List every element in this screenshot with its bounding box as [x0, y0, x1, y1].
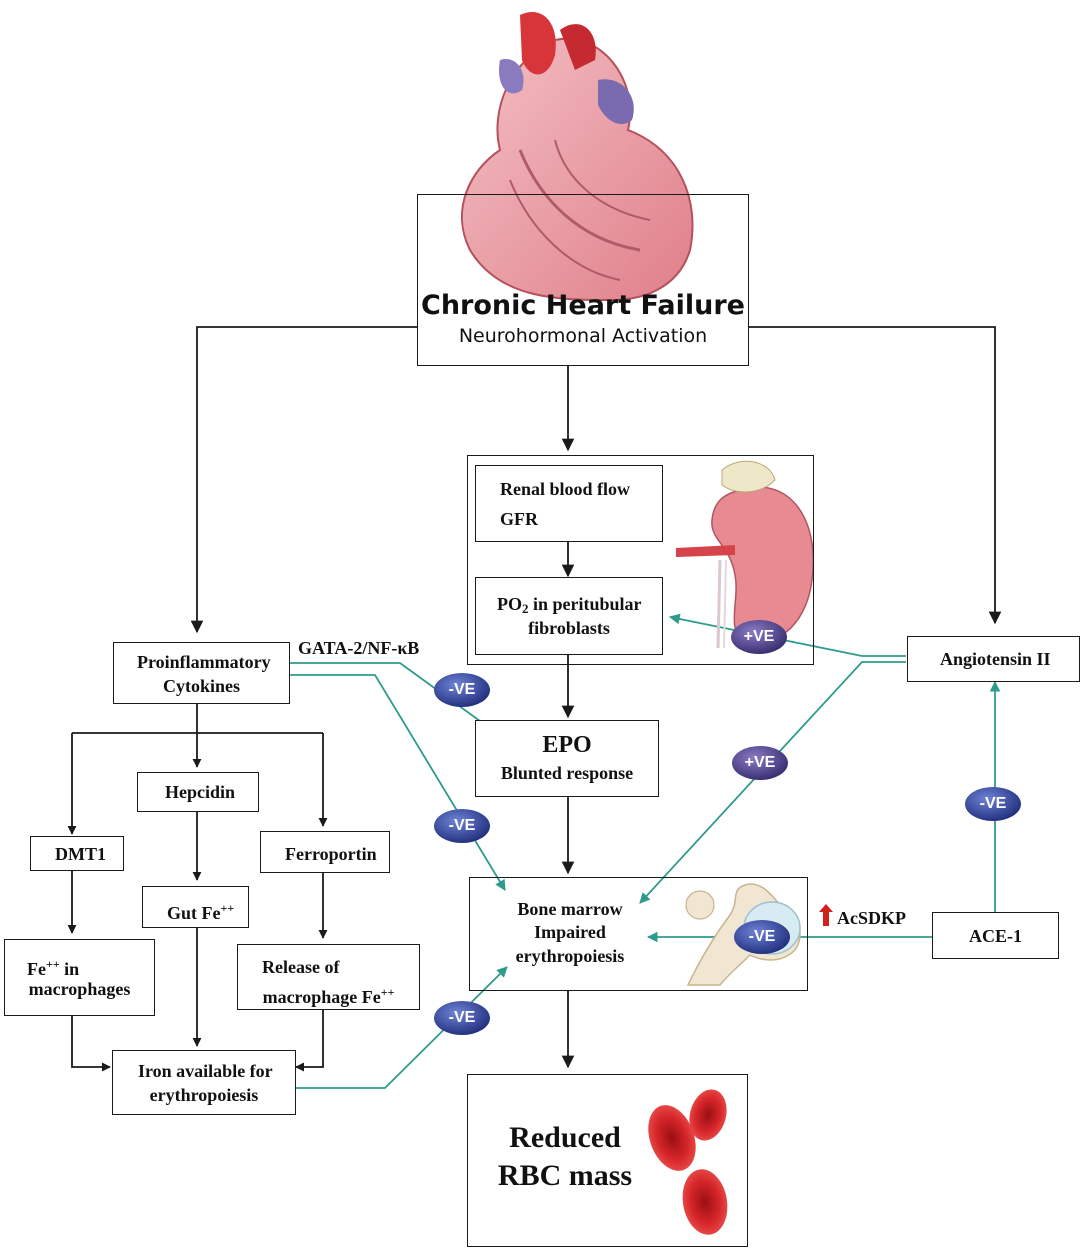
cytokines-line2: Cytokines	[162, 676, 240, 696]
hepcidin-box	[137, 772, 259, 812]
fe-text-rest: in	[59, 959, 80, 979]
renal-flow-box	[475, 465, 663, 542]
po2-box	[475, 577, 663, 655]
po2-text-rest: in peritubular	[528, 594, 642, 614]
gut-fe-box	[142, 886, 249, 928]
po2-text: PO	[497, 594, 522, 614]
gut-fe-label: Gut Fe++	[167, 897, 234, 924]
rbc-box	[467, 1074, 748, 1247]
negative-effect-badge: -VE	[979, 795, 1007, 812]
release-text: macrophage Fe	[262, 987, 381, 1007]
renal-blood-flow-label: Renal blood flow	[500, 479, 631, 499]
up-arrow-icon	[819, 904, 833, 926]
negative-effect-badge: -VE	[448, 817, 476, 834]
epo-box	[475, 720, 659, 797]
bone-marrow-line2: Impaired	[534, 922, 606, 942]
positive-effect-badge: +VE	[744, 754, 776, 771]
kidney-panel	[467, 455, 814, 665]
ferroportin-box	[260, 831, 390, 873]
heart-failure-box	[417, 194, 749, 366]
gata-label: GATA-2/NF-κB	[298, 638, 420, 658]
angiotensin-box	[907, 636, 1080, 682]
heart-failure-title: Chronic Heart Failure	[421, 290, 745, 321]
iron-available-line2: erythropoiesis	[149, 1085, 259, 1105]
po2-label-line2: fibroblasts	[528, 618, 610, 638]
po2-subscript: 2	[522, 601, 529, 616]
negative-effect-badge: -VE	[448, 1009, 476, 1026]
ace1-box	[932, 912, 1059, 959]
epo-title: EPO	[542, 732, 592, 758]
cytokines-line1: Proinflammatory	[137, 652, 271, 672]
negative-effect-badge: -VE	[748, 928, 776, 945]
fe-macrophages-box	[4, 939, 155, 1016]
fe-macrophages-line1: Fe++ in	[27, 953, 79, 980]
cytokines-box	[113, 642, 290, 704]
fe-superscript: ++	[45, 957, 60, 971]
bone-marrow-panel	[469, 877, 808, 991]
badge-shapes	[434, 620, 1021, 1035]
rbc-line1: Reduced	[509, 1121, 621, 1154]
negative-effect-badge: -VE	[448, 681, 476, 698]
release-line1: Release of	[262, 957, 340, 977]
hepcidin-label: Hepcidin	[165, 782, 236, 802]
gfr-label: GFR	[500, 509, 538, 529]
gut-fe-superscript: ++	[220, 901, 235, 915]
bone-marrow-line3: erythropoiesis	[515, 946, 625, 966]
fe-text: Fe	[27, 959, 46, 979]
po2-label-line1: PO2 in peritubular	[497, 593, 642, 620]
gut-fe-text: Gut Fe	[167, 903, 221, 923]
release-superscript: ++	[380, 985, 395, 999]
release-box	[237, 944, 420, 1010]
black-connectors	[67, 326, 1002, 1072]
fe-macrophages-line2: macrophages	[28, 979, 131, 999]
ferroportin-label: Ferroportin	[285, 844, 377, 864]
ace1-label: ACE-1	[969, 926, 1022, 946]
release-line2: macrophage Fe++	[237, 981, 420, 1008]
teal-connectors	[290, 613, 1001, 1089]
iron-available-line1: Iron available for	[138, 1061, 273, 1081]
positive-effect-badge: +VE	[743, 628, 775, 645]
bone-marrow-line1: Bone marrow	[517, 899, 623, 919]
rbc-line2: RBC mass	[497, 1159, 633, 1192]
dmt1-label: DMT1	[55, 844, 106, 864]
red-blood-cells	[648, 1089, 728, 1235]
dmt1-box	[30, 836, 124, 871]
epo-subtitle: Blunted response	[500, 763, 634, 783]
heart-illustration	[461, 11, 694, 302]
iron-available-box	[112, 1050, 296, 1115]
acsdkp-label: AcSDKP	[837, 908, 906, 928]
angiotensin-label: Angiotensin II	[940, 649, 1051, 669]
heart-failure-subtitle: Neurohormonal Activation	[458, 325, 708, 347]
